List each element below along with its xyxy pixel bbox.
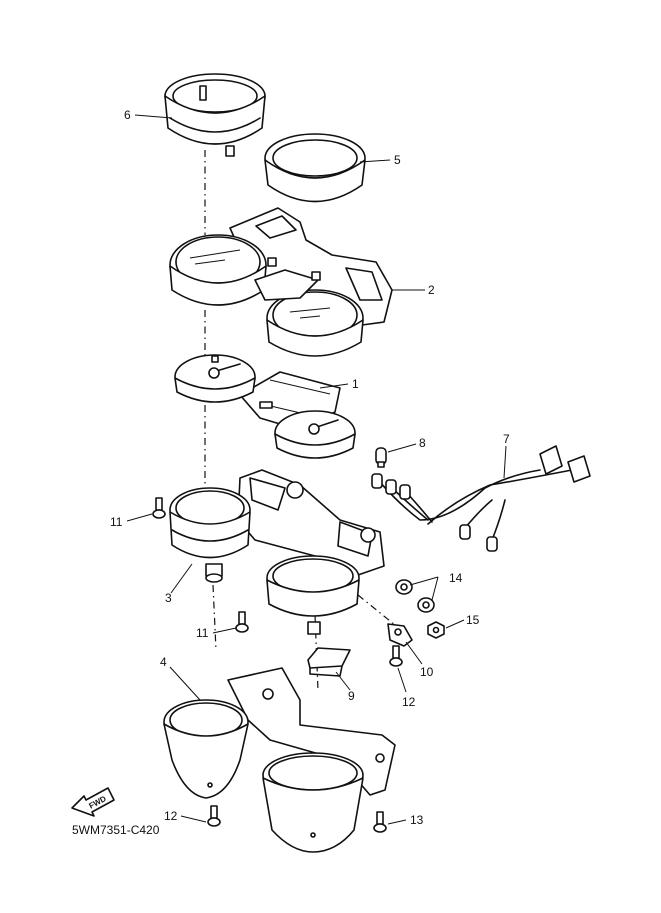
callout-11-upper: 11 (110, 515, 123, 529)
part-6-bezel-ring (164, 73, 266, 157)
callout-6: 6 (124, 108, 131, 122)
callout-1: 1 (352, 377, 359, 391)
part-5-meter-ring (264, 133, 366, 203)
part-3-meter-housing (169, 469, 385, 635)
leader-lines (126, 114, 507, 825)
callout-2: 2 (428, 283, 435, 297)
callout-12-right: 12 (402, 695, 416, 709)
part-9-damper (307, 647, 351, 677)
screw-11-upper (152, 497, 166, 519)
callout-13: 13 (410, 813, 424, 827)
part-1-meter-assembly (174, 354, 356, 459)
callout-14: 14 (449, 571, 463, 585)
callout-15: 15 (466, 613, 480, 627)
part-4-bottom-cover (163, 667, 396, 853)
callout-8: 8 (419, 436, 426, 450)
screw-12-right (389, 645, 403, 667)
callout-5: 5 (394, 153, 401, 167)
callout-labels: 6 5 2 1 8 7 11 3 14 11 15 4 10 9 12 12 1… (110, 108, 510, 827)
callout-12-bottom: 12 (164, 809, 178, 823)
part-14-grommets (395, 579, 435, 613)
screw-12-bottom (207, 805, 221, 827)
part-7-wire-harness (371, 445, 591, 552)
screws (152, 497, 403, 833)
callout-7: 7 (503, 432, 510, 446)
drawing-code: 5WM7351-C420 (72, 823, 160, 837)
callout-11-lower: 11 (196, 626, 209, 640)
screw-11-lower (235, 611, 249, 633)
part-15-nut (427, 621, 445, 639)
callout-3: 3 (165, 591, 172, 605)
forward-direction-arrow: FWD (71, 787, 115, 817)
screw-13 (373, 811, 387, 833)
callout-9: 9 (348, 689, 355, 703)
callout-10: 10 (420, 665, 434, 679)
part-2-meter-cover (169, 207, 393, 357)
part-8-bulb (375, 447, 387, 468)
part-10-bracket (387, 623, 413, 647)
callout-4: 4 (160, 655, 167, 669)
